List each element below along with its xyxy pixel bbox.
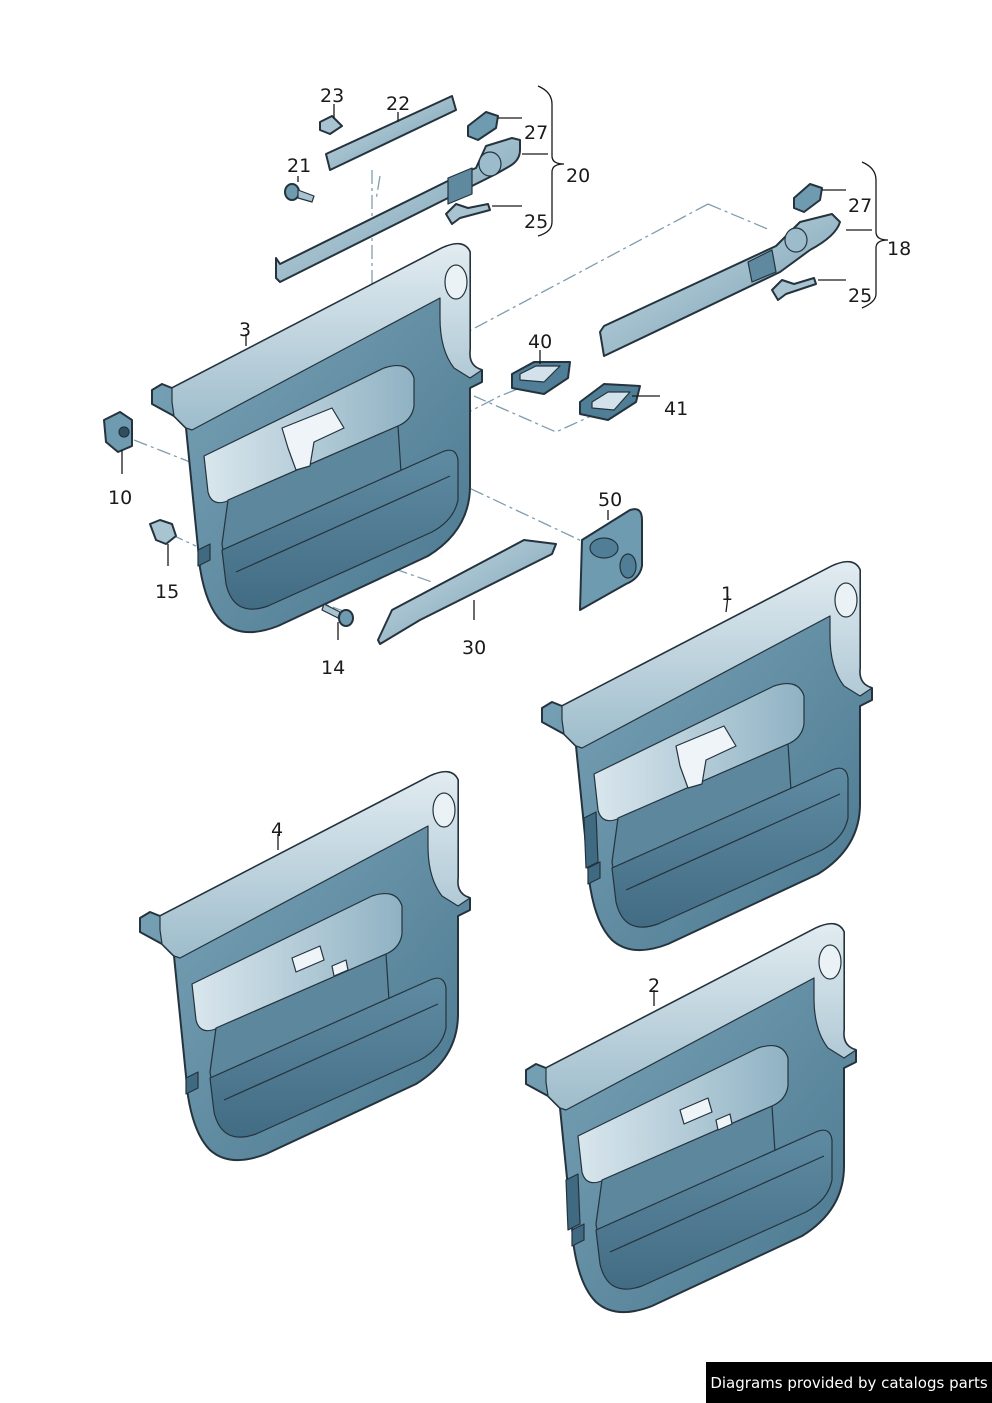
speaker-cover-50 bbox=[579, 508, 643, 611]
group-bracket-20 bbox=[537, 85, 565, 237]
callout-30: 30 bbox=[462, 637, 486, 659]
clip-10 bbox=[103, 411, 133, 453]
callout-41: 41 bbox=[664, 398, 688, 420]
callout-4: 4 bbox=[271, 819, 283, 841]
trim-strip-30 bbox=[377, 539, 557, 645]
callout-21: 21 bbox=[287, 155, 311, 177]
clip-23 bbox=[319, 115, 343, 135]
callout-labels: 1 2 3 4 10 14 15 18 20 21 22 23 25 25 27… bbox=[108, 85, 911, 997]
handle-25-right bbox=[771, 277, 817, 301]
armrest-strip-18 bbox=[599, 213, 841, 357]
callout-27-left: 27 bbox=[524, 122, 548, 144]
callout-22: 22 bbox=[386, 93, 410, 115]
callout-23: 23 bbox=[320, 85, 344, 107]
clip-15 bbox=[149, 519, 177, 545]
callout-15: 15 bbox=[155, 581, 179, 603]
group-bracket-18 bbox=[861, 161, 889, 309]
handle-25-left bbox=[445, 203, 491, 225]
callout-25-right: 25 bbox=[848, 285, 872, 307]
door-panel-1 bbox=[541, 560, 873, 952]
callout-14: 14 bbox=[321, 657, 345, 679]
callout-3: 3 bbox=[239, 319, 251, 341]
speaker-grille-27-left bbox=[467, 111, 499, 141]
trim-strip-22 bbox=[325, 95, 457, 171]
speaker-grille-27-right bbox=[793, 183, 823, 213]
callout-27-right: 27 bbox=[848, 195, 872, 217]
door-panel-4 bbox=[139, 770, 471, 1162]
callout-25-left: 25 bbox=[524, 211, 548, 233]
leader-lines bbox=[121, 104, 872, 1006]
callout-1: 1 bbox=[721, 583, 733, 605]
switch-unit-41 bbox=[579, 383, 641, 421]
callout-18: 18 bbox=[887, 238, 911, 260]
watermark-banner: Diagrams provided by catalogs parts bbox=[706, 1362, 992, 1403]
callout-10: 10 bbox=[108, 487, 132, 509]
door-panel-2 bbox=[525, 922, 857, 1314]
callout-20: 20 bbox=[566, 165, 590, 187]
door-panel-3 bbox=[151, 242, 483, 634]
screw-14 bbox=[321, 603, 354, 627]
callout-2: 2 bbox=[648, 975, 660, 997]
switch-unit-40 bbox=[511, 361, 571, 395]
callout-50: 50 bbox=[598, 489, 622, 511]
callout-40: 40 bbox=[528, 331, 552, 353]
screw-21 bbox=[284, 183, 315, 203]
